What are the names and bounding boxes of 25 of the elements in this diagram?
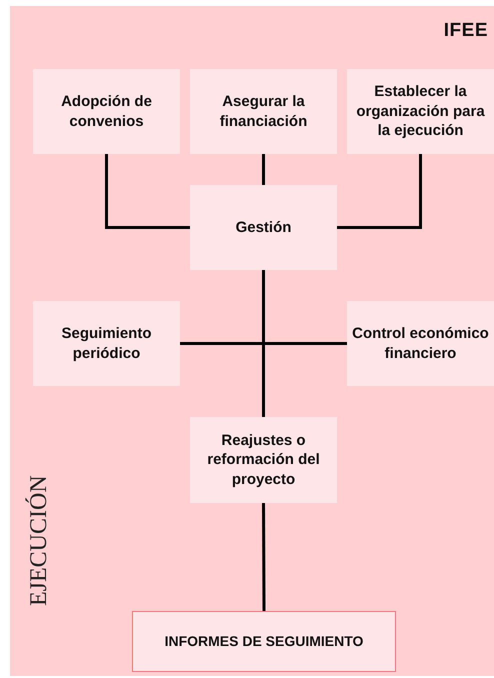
- box-label: Gestión: [234, 218, 292, 238]
- box-label: Reajustes o reformación del proyecto: [206, 430, 321, 490]
- box-label: Adopción de convenios: [60, 92, 153, 131]
- process-box: [347, 69, 494, 154]
- panel-background: [10, 6, 494, 676]
- process-box: [190, 417, 337, 503]
- process-box: [33, 69, 180, 154]
- output-box: [132, 611, 396, 672]
- box-label: INFORMES DE SEGUIMIENTO: [164, 632, 364, 651]
- heading: IFEE: [444, 20, 488, 42]
- box-label: Control económico financiero: [351, 324, 490, 363]
- box-label: Asegurar la financiación: [218, 92, 308, 131]
- connector-line: [262, 503, 266, 611]
- process-box: [190, 69, 337, 154]
- connector-line: [262, 270, 265, 417]
- process-box: [33, 301, 180, 386]
- process-box: [190, 185, 337, 270]
- connector-line: [105, 154, 190, 229]
- box-label: Seguimiento periódico: [60, 324, 152, 363]
- connector-line: [180, 342, 347, 345]
- connector-line: [337, 154, 422, 229]
- connector-line: [262, 154, 265, 185]
- process-box: [347, 301, 494, 386]
- vertical-title: EJECUCIÓN: [26, 475, 53, 606]
- box-label: Establecer la organización para la ejecución: [355, 82, 486, 141]
